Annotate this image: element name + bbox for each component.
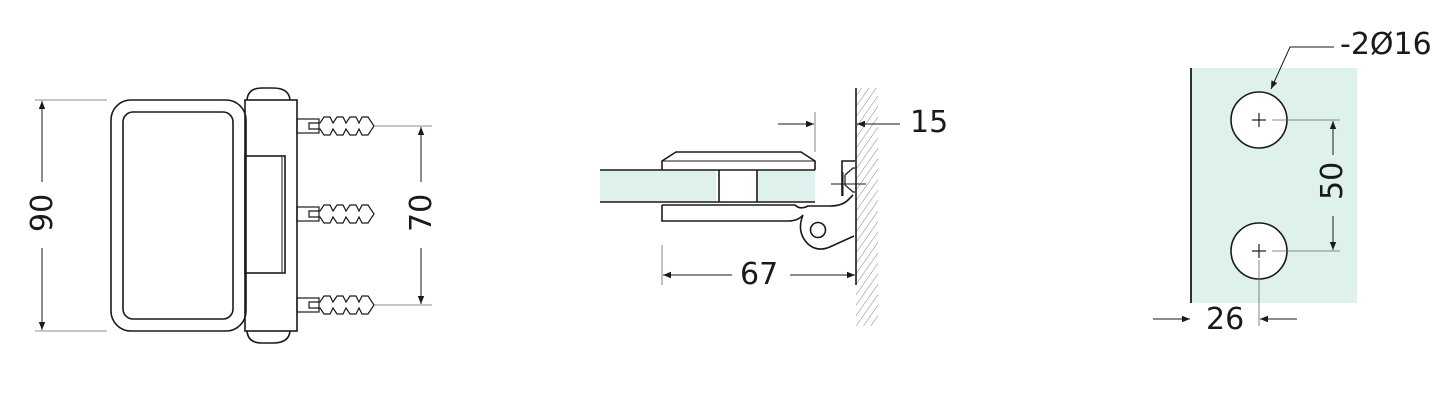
wall-anchor	[296, 204, 375, 224]
dim-label-holes: -2Ø16	[1340, 27, 1432, 62]
dim-label-overall-height: 90	[25, 193, 60, 232]
top-view	[600, 88, 900, 326]
wall-anchor	[296, 295, 375, 315]
dim-label-hole-spacing: 50	[1315, 161, 1350, 200]
front-view	[35, 87, 432, 344]
dim-label-edge-distance: 26	[1206, 302, 1245, 337]
dim-label-projection: 67	[740, 257, 779, 292]
dim-label-wall-offset: 15	[910, 105, 949, 140]
wall-anchor	[296, 116, 375, 136]
dim-label-anchor-spacing: 70	[404, 193, 439, 232]
glass-cutout-view	[1153, 46, 1357, 326]
